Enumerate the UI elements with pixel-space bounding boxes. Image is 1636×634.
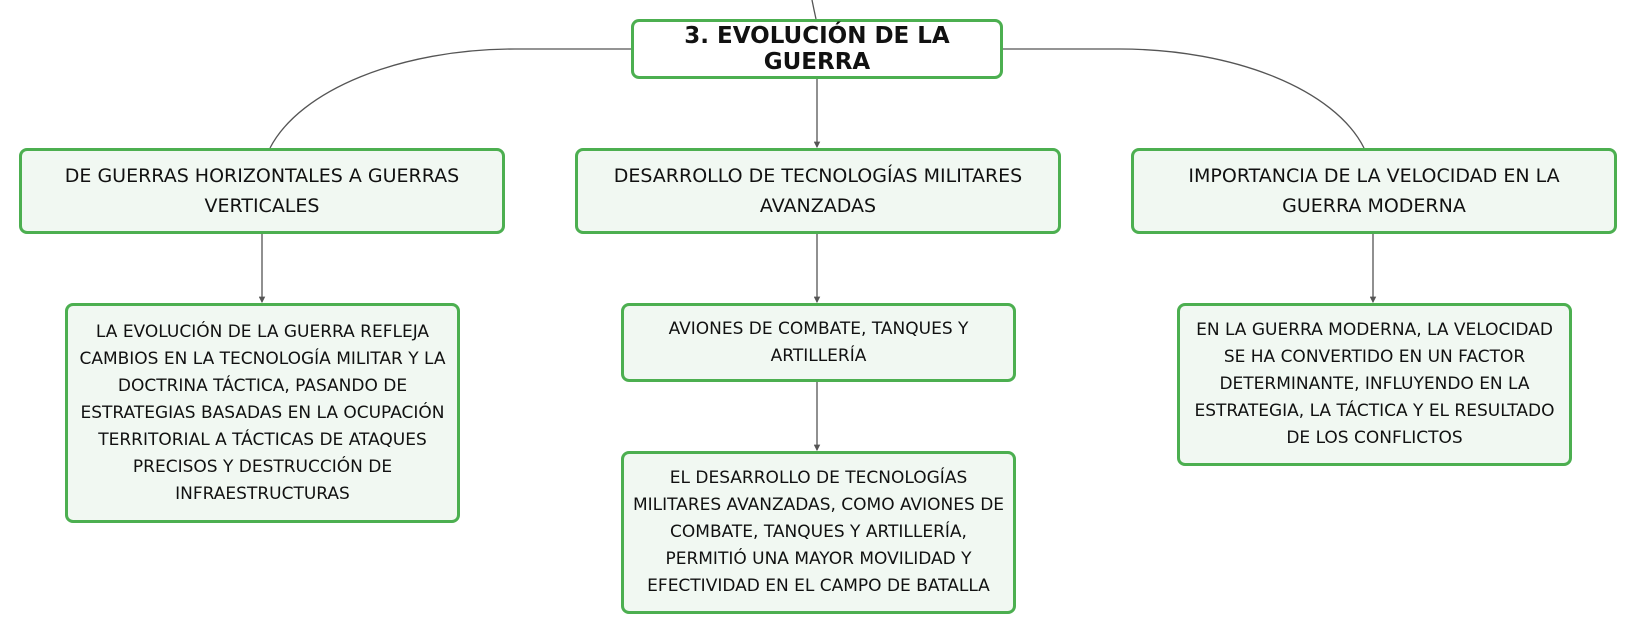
branch-node-label: IMPORTANCIA DE LA VELOCIDAD EN LA GUERRA… xyxy=(1188,165,1560,217)
leaf-node-combat-equipment[interactable]: AVIONES DE COMBATE, TANQUES Y ARTILLERÍA xyxy=(621,303,1016,382)
leaf-node-label: EN LA GUERRA MODERNA, LA VELOCIDAD SE HA… xyxy=(1194,320,1555,448)
root-node-label: 3. EVOLUCIÓN DE LA GUERRA xyxy=(684,23,950,75)
connector-root-to-branch-3 xyxy=(1003,48,1365,149)
leaf-node-technology-development[interactable]: EL DESARROLLO DE TECNOLOGÍAS MILITARES A… xyxy=(621,451,1016,614)
leaf-node-war-evolution[interactable]: LA EVOLUCIÓN DE LA GUERRA REFLEJA CAMBIO… xyxy=(65,303,460,523)
leaf-node-modern-speed[interactable]: EN LA GUERRA MODERNA, LA VELOCIDAD SE HA… xyxy=(1177,303,1572,466)
connector-parent-to-root xyxy=(811,0,817,20)
branch-node-label: DE GUERRAS HORIZONTALES A GUERRAS VERTIC… xyxy=(64,165,460,217)
branch-node-horizontal-to-vertical[interactable]: DE GUERRAS HORIZONTALES A GUERRAS VERTIC… xyxy=(19,148,505,234)
branch-node-label: DESARROLLO DE TECNOLOGÍAS MILITARES AVAN… xyxy=(613,165,1023,217)
root-node[interactable]: 3. EVOLUCIÓN DE LA GUERRA xyxy=(631,19,1003,79)
leaf-node-label: EL DESARROLLO DE TECNOLOGÍAS MILITARES A… xyxy=(632,468,1005,596)
branch-node-military-technology[interactable]: DESARROLLO DE TECNOLOGÍAS MILITARES AVAN… xyxy=(575,148,1061,234)
leaf-node-label: LA EVOLUCIÓN DE LA GUERRA REFLEJA CAMBIO… xyxy=(79,321,446,504)
connector-root-to-branch-1 xyxy=(269,48,631,149)
branch-node-speed-importance[interactable]: IMPORTANCIA DE LA VELOCIDAD EN LA GUERRA… xyxy=(1131,148,1617,234)
leaf-node-label: AVIONES DE COMBATE, TANQUES Y ARTILLERÍA xyxy=(668,318,969,366)
